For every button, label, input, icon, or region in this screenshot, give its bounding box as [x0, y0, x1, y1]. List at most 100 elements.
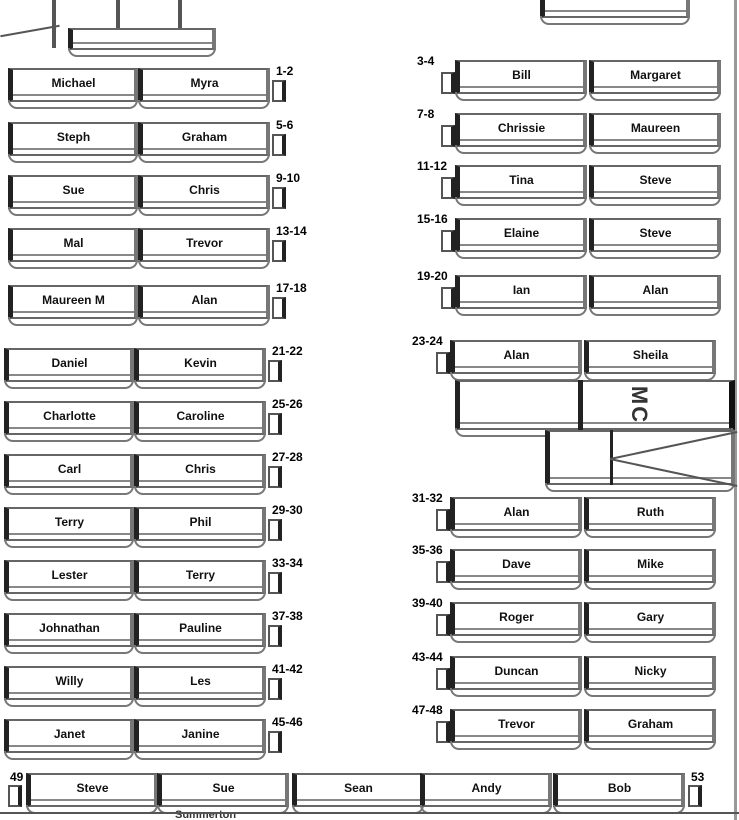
table-end-stub	[441, 125, 455, 147]
bottom-start-label: 49	[10, 770, 24, 784]
bottom-seat: Sean	[292, 773, 424, 814]
table-seat: Daniel	[4, 348, 134, 389]
table-seat: Janet	[4, 719, 134, 760]
table-seat: Chris	[138, 175, 270, 216]
table-seat: Terry	[4, 507, 134, 548]
seat-name: Bob	[607, 781, 632, 795]
seat-name: Janet	[53, 727, 86, 741]
table-number: 11-12	[417, 159, 448, 173]
seat-name: Duncan	[494, 664, 539, 678]
right-wall	[734, 0, 737, 820]
table-seat: Ian	[455, 275, 587, 316]
table-seat: Chrissie	[455, 113, 587, 154]
table-number: 3-4	[417, 54, 435, 68]
seat-name: Margaret	[630, 68, 681, 82]
table-number: 31-32	[412, 491, 443, 505]
table-seat: Trevor	[450, 709, 582, 750]
table-end-stub	[272, 187, 286, 209]
seat-name: Gary	[636, 610, 665, 624]
seat-name: Daniel	[51, 356, 88, 370]
seat-name: Phil	[189, 515, 212, 529]
seat-name: Maureen M	[42, 293, 105, 307]
table-end-stub	[436, 509, 450, 531]
table-end-stub	[268, 466, 282, 488]
table-end-stub	[441, 72, 455, 94]
table-number: 25-26	[272, 397, 303, 411]
floor-line	[0, 812, 739, 814]
seat-name: Nicky	[634, 664, 667, 678]
seat-name: Alan	[191, 293, 218, 307]
table-seat: Mike	[584, 549, 716, 590]
seat-name: Graham	[181, 130, 228, 144]
table-seat: Tina	[455, 165, 587, 206]
table-seat: Myra	[138, 68, 270, 109]
table-seat: Elaine	[455, 218, 587, 259]
table-seat: Caroline	[134, 401, 266, 442]
mc-desk	[455, 380, 735, 437]
seat-name: Ian	[512, 283, 531, 297]
seat-name: Roger	[499, 610, 534, 624]
table-seat: Roger	[450, 602, 582, 643]
table-seat: Steve	[589, 165, 721, 206]
table-seat: Pauline	[134, 613, 266, 654]
table-number: 5-6	[276, 118, 294, 132]
table-end-stub	[436, 668, 450, 690]
table-seat: Terry	[134, 560, 266, 601]
bottom-start-stub	[8, 785, 22, 807]
table-end-stub	[272, 297, 286, 319]
table-number: 23-24	[412, 334, 443, 348]
seat-name: Les	[190, 674, 211, 688]
top-left-structure	[52, 0, 56, 48]
table-seat: Dave	[450, 549, 582, 590]
seat-name: Steve	[639, 173, 672, 187]
table-number: 35-36	[412, 543, 443, 557]
bottom-subtext: Summerton	[175, 809, 237, 820]
table-end-stub	[441, 287, 455, 309]
seat-name: Johnathan	[39, 621, 100, 635]
table-seat: Graham	[138, 122, 270, 163]
seat-name: Sue	[62, 183, 85, 197]
table-seat: Bill	[455, 60, 587, 101]
table-seat: Alan	[589, 275, 721, 316]
table-seat: Gary	[584, 602, 716, 643]
table-end-stub	[268, 625, 282, 647]
table-seat: Sheila	[584, 340, 716, 381]
seat-name: Sue	[212, 781, 235, 795]
table-number: 33-34	[272, 556, 303, 570]
table-seat: Chris	[134, 454, 266, 495]
table-seat: Margaret	[589, 60, 721, 101]
table-end-stub	[268, 413, 282, 435]
table-number: 37-38	[272, 609, 303, 623]
table-seat: Phil	[134, 507, 266, 548]
seat-name: Steve	[639, 226, 672, 240]
table-number: 9-10	[276, 171, 301, 185]
mc-label: MC	[627, 385, 653, 425]
top-left-bench	[68, 28, 216, 57]
table-number: 17-18	[276, 281, 307, 295]
seat-name: Charlotte	[43, 409, 96, 423]
table-end-stub	[268, 731, 282, 753]
top-right-bench	[540, 0, 690, 25]
seat-name: Sean	[344, 781, 373, 795]
seat-name: Graham	[627, 717, 674, 731]
table-number: 39-40	[412, 596, 443, 610]
bottom-seat: Steve	[26, 773, 158, 814]
seat-name: Mal	[63, 236, 84, 250]
seat-name: Andy	[471, 781, 502, 795]
table-seat: Les	[134, 666, 266, 707]
seat-name: Chrissie	[497, 121, 546, 135]
seat-name: Pauline	[179, 621, 222, 635]
table-number: 1-2	[276, 64, 294, 78]
structure-post	[178, 0, 182, 35]
bottom-seat: Andy	[420, 773, 552, 814]
seat-name: Janine	[181, 727, 220, 741]
table-end-stub	[268, 678, 282, 700]
seat-name: Terry	[54, 515, 85, 529]
table-end-stub	[272, 134, 286, 156]
table-number: 13-14	[276, 224, 307, 238]
seat-name: Dave	[502, 557, 531, 571]
structure-line	[0, 24, 60, 38]
table-end-stub	[268, 572, 282, 594]
table-seat: Kevin	[134, 348, 266, 389]
